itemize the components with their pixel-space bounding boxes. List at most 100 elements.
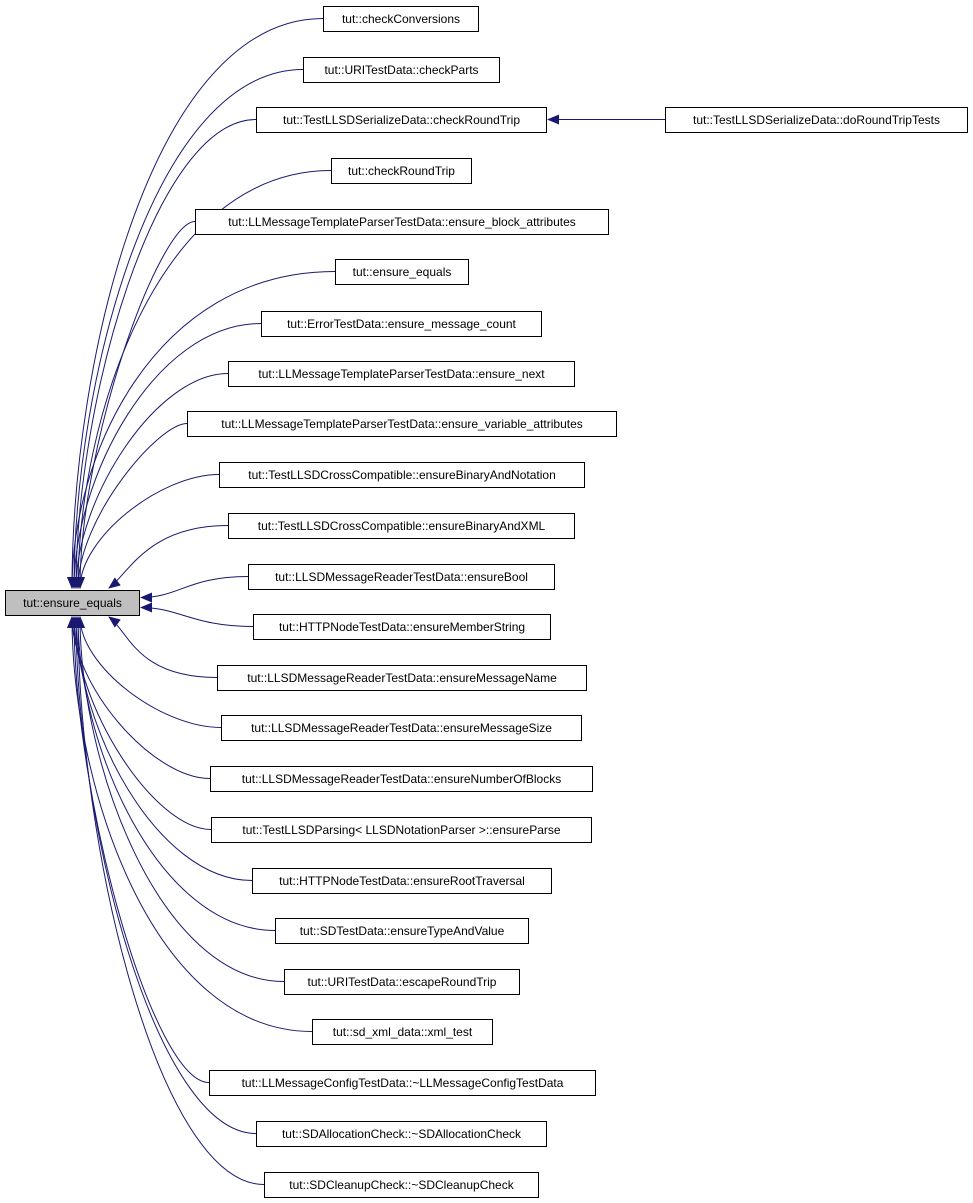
edge-group [75, 616, 285, 982]
node-label: tut::TestLLSDSerializeData::doRoundTripT… [693, 113, 940, 127]
edge-tut-llsdmessagereadertestdata-ensurebool [140, 576, 249, 603]
node-box [312, 1019, 493, 1045]
node-tut-httpnodetestdata-ensureroottraversal[interactable]: tut::HTTPNodeTestData::ensureRootTravers… [252, 868, 552, 894]
node-tut-testllsdcrosscompatible-ensurebinaryandxml[interactable]: tut::TestLLSDCrossCompatible::ensureBina… [228, 513, 575, 539]
edge-group [75, 616, 222, 728]
edge-tut-httpnodetestdata-ensureroottraversal [71, 616, 253, 881]
edge-group [140, 576, 249, 603]
node-label: tut::URITestData::checkParts [324, 63, 478, 77]
node-box [665, 107, 968, 133]
node-box [195, 209, 609, 235]
node-box [228, 513, 575, 539]
edge-group [71, 616, 253, 881]
edge-tut-sdcleanupcheck-sdcleanupcheck [73, 616, 265, 1185]
node-tut-testllsdserializedata-doroundtriptests[interactable]: tut::TestLLSDSerializeData::doRoundTripT… [665, 107, 968, 133]
edge-group [73, 616, 265, 1185]
node-label: tut::checkConversions [342, 12, 460, 26]
node-label: tut::LLMessageTemplateParserTestData::en… [228, 215, 576, 229]
edge-tut-llmessageconfigtestdata-llmessageconfigtestdata [69, 616, 210, 1083]
node-box [284, 969, 520, 995]
edge-tut-ensure-equals [67, 271, 336, 589]
node-label: tut::SDTestData::ensureTypeAndValue [300, 924, 505, 938]
edge-tut-llmessagetemplateparsertestdata-ensure-variable-attributes [73, 423, 188, 589]
node-tut-testllsdparsing-llsdnotationparser-ensureparse[interactable]: tut::TestLLSDParsing< LLSDNotationParser… [211, 817, 592, 843]
edge-tut-errortestdata-ensure-message-count [69, 323, 262, 589]
node-tut-testllsdcrosscompatible-ensurebinaryandnotation[interactable]: tut::TestLLSDCrossCompatible::ensureBina… [219, 462, 585, 488]
edge-group [73, 423, 188, 589]
node-tut-llmessagetemplateparsertestdata-ensure-variable-attributes[interactable]: tut::LLMessageTemplateParserTestData::en… [187, 411, 617, 437]
node-tut-llsdmessagereadertestdata-ensurenumberofblocks[interactable]: tut::LLSDMessageReaderTestData::ensureNu… [210, 766, 593, 792]
edge-tut-httpnodetestdata-ensurememberstring [140, 602, 254, 627]
edge-group [75, 221, 196, 589]
edge-tut-testllsdparsing-llsdnotationparser-ensureparse [69, 616, 212, 830]
node-label: tut::ensure_equals [353, 265, 452, 279]
node-tut-checkroundtrip[interactable]: tut::checkRoundTrip [331, 158, 472, 184]
node-box [275, 918, 529, 944]
node-tut-llsdmessagereadertestdata-ensuremessagesize[interactable]: tut::LLSDMessageReaderTestData::ensureMe… [221, 715, 582, 741]
node-box [219, 462, 585, 488]
node-label: tut::LLMessageTemplateParserTestData::en… [258, 367, 545, 381]
edge-group [67, 616, 313, 1032]
node-label: tut::ensure_equals [23, 596, 122, 610]
node-box [261, 311, 542, 337]
node-tut-llsdmessagereadertestdata-ensurebool[interactable]: tut::LLSDMessageReaderTestData::ensureBo… [248, 564, 555, 590]
node-box [264, 1172, 539, 1198]
node-box [256, 107, 547, 133]
node-box [5, 590, 140, 616]
node-tut-llmessagetemplateparsertestdata-ensure-block-attributes[interactable]: tut::LLMessageTemplateParserTestData::en… [195, 209, 609, 235]
edge-group [69, 616, 210, 1083]
node-tut-sdtestdata-ensuretypeandvalue[interactable]: tut::SDTestData::ensureTypeAndValue [275, 918, 529, 944]
node-tut-sd-xml-data-xml-test[interactable]: tut::sd_xml_data::xml_test [312, 1019, 493, 1045]
node-label: tut::LLMessageTemplateParserTestData::en… [221, 417, 583, 431]
node-box [217, 665, 587, 691]
node-tut-sdallocationcheck-sdallocationcheck[interactable]: tut::SDAllocationCheck::~SDAllocationChe… [256, 1121, 547, 1147]
node-tut-uritestdata-escaperoundtrip[interactable]: tut::URITestData::escapeRoundTrip [284, 969, 520, 995]
node-tut-errortestdata-ensure-message-count[interactable]: tut::ErrorTestData::ensure_message_count [261, 311, 542, 337]
edge-tut-llsdmessagereadertestdata-ensuremessagename [108, 616, 218, 678]
edge-group [71, 119, 257, 589]
edge-tut-llsdmessagereadertestdata-ensuremessagesize [75, 616, 222, 728]
node-label: tut::LLSDMessageReaderTestData::ensureMe… [247, 671, 557, 685]
node-tut-llsdmessagereadertestdata-ensuremessagename[interactable]: tut::LLSDMessageReaderTestData::ensureMe… [217, 665, 587, 691]
node-label: tut::URITestData::escapeRoundTrip [308, 975, 497, 989]
node-box [211, 817, 592, 843]
node-tut-ensure-equals[interactable]: tut::ensure_equals [335, 259, 469, 285]
node-box [209, 1070, 596, 1096]
edge-tut-testllsdcrosscompatible-ensurebinaryandxml [108, 525, 229, 589]
edge-group [71, 373, 229, 589]
edge-tut-checkconversions [67, 18, 324, 589]
node-label: tut::ErrorTestData::ensure_message_count [287, 317, 516, 331]
edge-tut-llmessagetemplateparsertestdata-ensure-next [71, 373, 229, 589]
node-box [187, 411, 617, 437]
node-tut-httpnodetestdata-ensurememberstring[interactable]: tut::HTTPNodeTestData::ensureMemberStrin… [253, 614, 551, 640]
edge-tut-llsdmessagereadertestdata-ensurenumberofblocks [67, 616, 211, 779]
node-label: tut::sd_xml_data::xml_test [333, 1025, 473, 1039]
node-box [331, 158, 472, 184]
edge-group [67, 271, 336, 589]
node-label: tut::TestLLSDParsing< LLSDNotationParser… [242, 823, 560, 837]
edge-tut-uritestdata-checkparts [69, 69, 304, 589]
node-box [335, 259, 469, 285]
node-label: tut::LLSDMessageReaderTestData::ensureBo… [275, 570, 528, 584]
node-box [253, 614, 551, 640]
node-label: tut::SDAllocationCheck::~SDAllocationChe… [282, 1127, 522, 1141]
node-label: tut::SDCleanupCheck::~SDCleanupCheck [289, 1178, 514, 1192]
edge-group [108, 525, 229, 589]
node-root-tut-ensure-equals[interactable]: tut::ensure_equals [5, 590, 140, 616]
edge-group [69, 69, 304, 589]
node-box [256, 1121, 547, 1147]
node-tut-uritestdata-checkparts[interactable]: tut::URITestData::checkParts [303, 57, 500, 83]
node-tut-testllsdserializedata-checkroundtrip[interactable]: tut::TestLLSDSerializeData::checkRoundTr… [256, 107, 547, 133]
edge-tut-checkroundtrip [73, 170, 332, 589]
node-tut-llmessagetemplateparsertestdata-ensure-next[interactable]: tut::LLMessageTemplateParserTestData::en… [228, 361, 575, 387]
edge-group [108, 616, 218, 678]
node-tut-checkconversions[interactable]: tut::checkConversions [323, 6, 479, 32]
edge-group [71, 616, 257, 1134]
node-label: tut::LLMessageConfigTestData::~LLMessage… [242, 1076, 564, 1090]
edge-layer [67, 18, 665, 1185]
node-tut-sdcleanupcheck-sdcleanupcheck[interactable]: tut::SDCleanupCheck::~SDCleanupCheck [264, 1172, 539, 1198]
node-box [303, 57, 500, 83]
node-tut-llmessageconfigtestdata-llmessageconfigtestdata[interactable]: tut::LLMessageConfigTestData::~LLMessage… [209, 1070, 596, 1096]
edge-group [73, 170, 332, 589]
